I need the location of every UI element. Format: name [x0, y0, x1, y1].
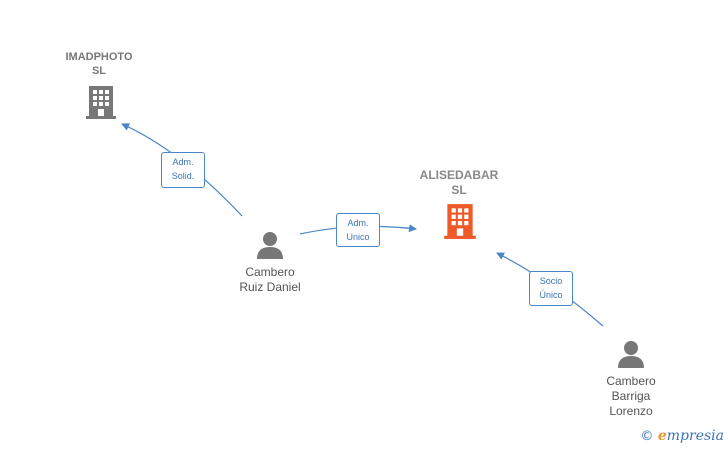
relation-label-adm-unico[interactable]: Adm. Unico: [336, 213, 380, 247]
brand-name: mpresia: [666, 428, 724, 444]
company-label-imadphoto[interactable]: IMADPHOTO SL: [65, 51, 133, 77]
person-icon[interactable]: [255, 230, 285, 260]
company-label-alisedabar[interactable]: ALISEDABAR SL: [419, 168, 499, 197]
building-icon[interactable]: [443, 202, 477, 240]
copyright-symbol: ©: [640, 429, 654, 444]
person-icon[interactable]: [616, 339, 646, 369]
brand-logo: © empresia: [640, 428, 724, 444]
building-icon[interactable]: [85, 84, 117, 120]
person-label-cambero-barriga[interactable]: Cambero Barriga Lorenzo: [606, 374, 656, 418]
relation-label-adm-solid[interactable]: Adm. Solid.: [161, 152, 205, 188]
person-label-cambero-ruiz[interactable]: Cambero Ruiz Daniel: [239, 265, 301, 294]
brand-initial: e: [657, 428, 667, 444]
relation-label-socio-unico[interactable]: Socio Único: [529, 271, 573, 306]
